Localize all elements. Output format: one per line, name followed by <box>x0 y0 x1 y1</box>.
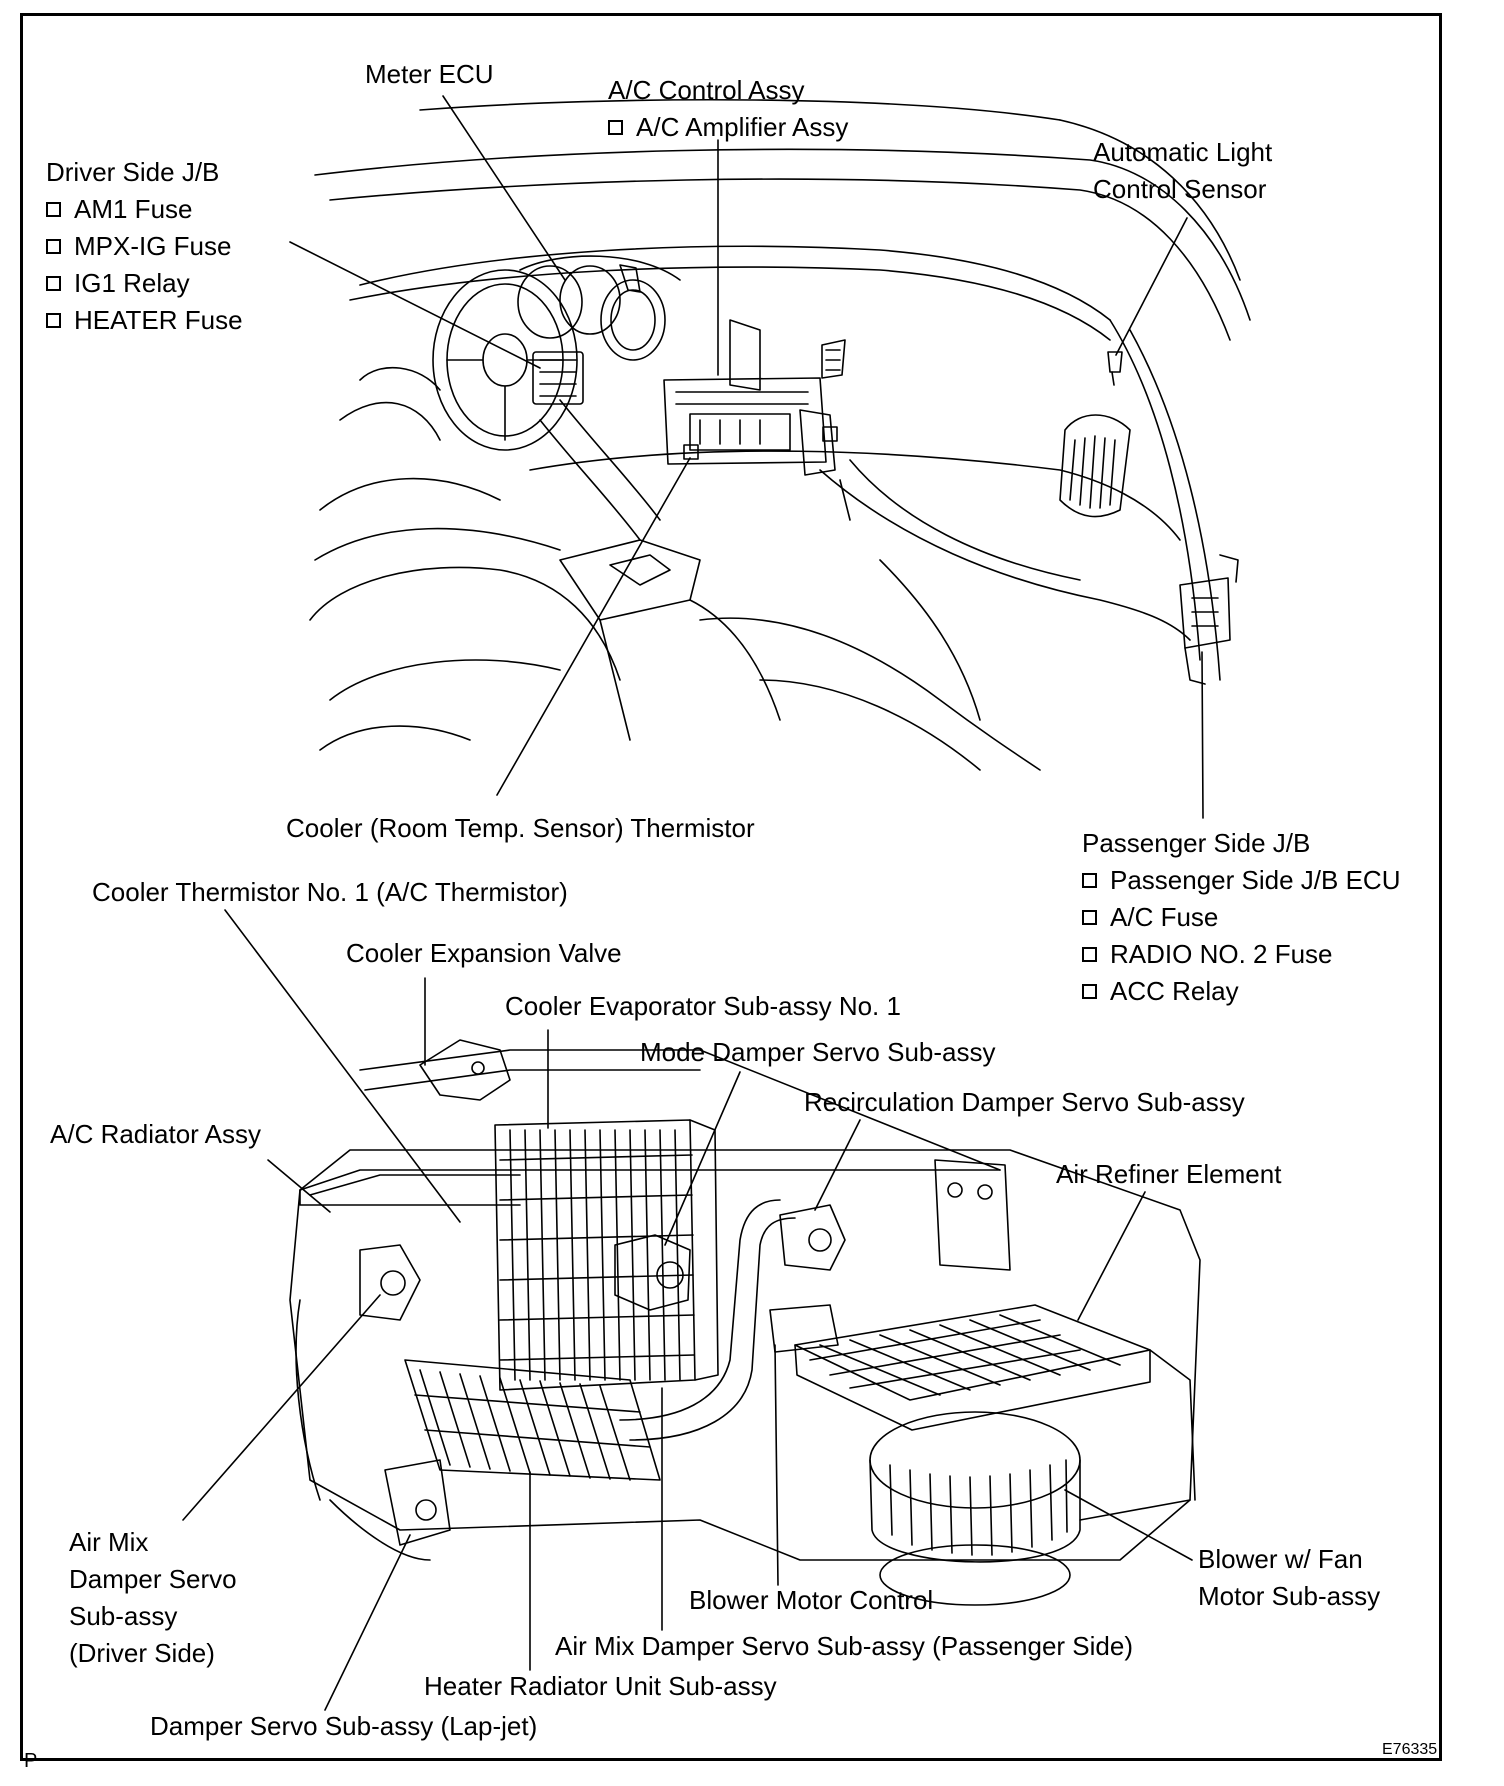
label-mode-damper-servo: Mode Damper Servo Sub-assy <box>640 1037 996 1067</box>
checkbox-icon <box>46 276 61 291</box>
label-air-mix-passenger: Air Mix Damper Servo Sub-assy (Passenger… <box>555 1631 1133 1661</box>
label-meter-ecu: Meter ECU <box>365 59 494 89</box>
checkbox-icon <box>1082 947 1097 962</box>
label-expansion-valve: Cooler Expansion Valve <box>346 938 622 968</box>
label-blower-fan-motor: Blower w/ Fan Motor Sub-assy <box>1198 1544 1381 1611</box>
label-room-temp-thermistor: Cooler (Room Temp. Sensor) Thermistor <box>286 813 755 843</box>
label-air-mix-driver: Air Mix Damper Servo Sub-assy (Driver Si… <box>69 1527 237 1668</box>
label-air-refiner: Air Refiner Element <box>1056 1159 1282 1189</box>
checkbox-icon <box>46 313 61 328</box>
label-cooler-thermistor-1: Cooler Thermistor No. 1 (A/C Thermistor) <box>92 877 568 907</box>
label-lap-jet-servo: Damper Servo Sub-assy (Lap-jet) <box>150 1711 538 1741</box>
checkbox-icon <box>1082 873 1097 888</box>
leader-lines <box>182 95 1204 1711</box>
corner-mark: P <box>24 1750 38 1772</box>
figure-code: E76335 <box>1382 1741 1438 1758</box>
label-evaporator: Cooler Evaporator Sub-assy No. 1 <box>505 991 901 1021</box>
figure-frame <box>20 13 1442 1761</box>
label-heater-radiator: Heater Radiator Unit Sub-assy <box>424 1671 777 1701</box>
label-ac-radiator: A/C Radiator Assy <box>50 1119 261 1149</box>
label-driver-side-jb: Driver Side J/B AM1 Fuse MPX-IG Fuse IG1… <box>46 157 243 335</box>
checkbox-icon <box>46 202 61 217</box>
checkbox-icon <box>46 239 61 254</box>
checkbox-icon <box>1082 984 1097 999</box>
checkbox-icon <box>608 120 623 135</box>
label-ac-control-assy: A/C Control Assy A/C Amplifier Assy <box>608 75 849 142</box>
label-recirc-damper-servo: Recirculation Damper Servo Sub-assy <box>804 1087 1245 1117</box>
label-blower-motor-control: Blower Motor Control <box>689 1585 934 1615</box>
hvac-unit-drawing <box>289 1039 1201 1606</box>
checkbox-icon <box>1082 910 1097 925</box>
label-auto-light-sensor: Automatic Light Control Sensor <box>1093 137 1273 204</box>
label-passenger-side-jb: Passenger Side J/B Passenger Side J/B EC… <box>1082 828 1401 1006</box>
dashboard-drawing <box>309 98 1251 771</box>
